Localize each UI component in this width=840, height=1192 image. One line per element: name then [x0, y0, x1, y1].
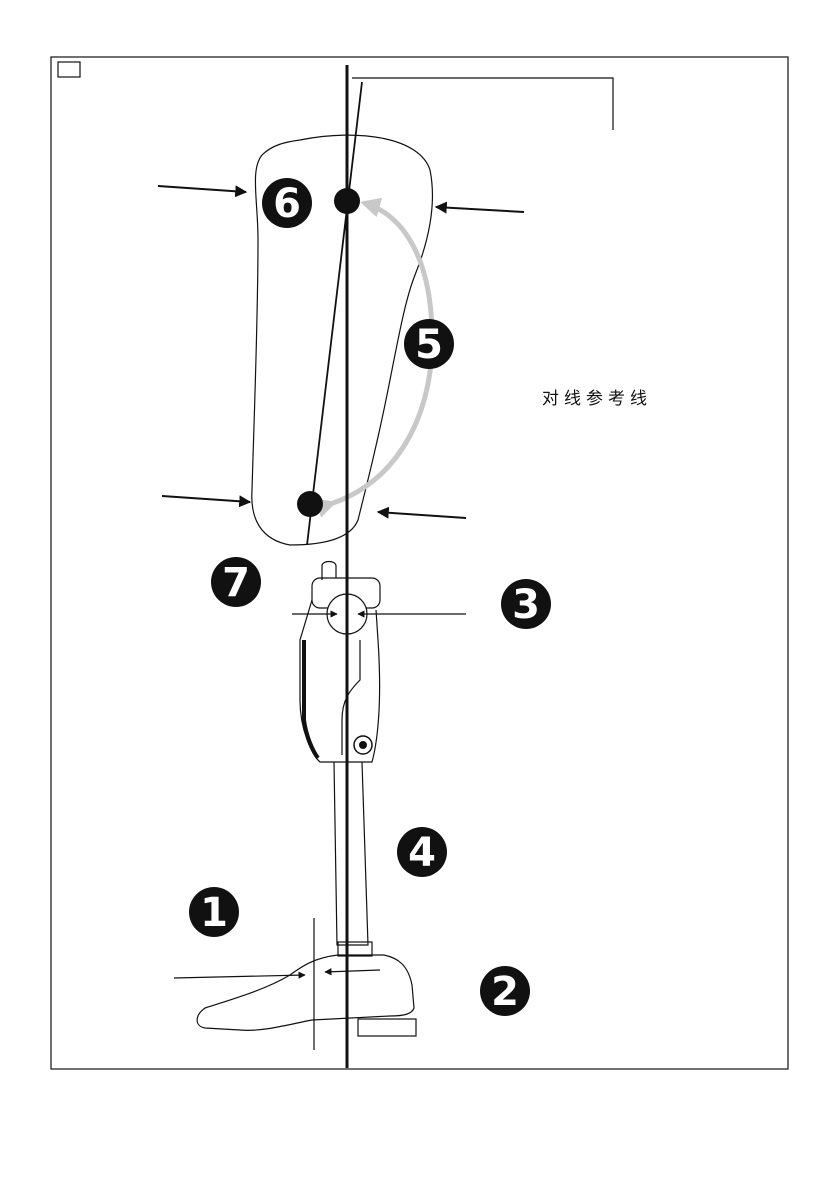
step-badge-6: 6	[262, 178, 312, 228]
step-number-5: 5	[415, 322, 443, 368]
step-number-3: 3	[512, 582, 540, 628]
arrow-upper-right	[436, 207, 524, 212]
step-badge-5: 5	[404, 319, 454, 369]
prosthetic-knee	[300, 562, 380, 763]
step-badge-4: 4	[397, 827, 447, 877]
step-badge-1: 1	[189, 887, 239, 937]
step-badge-3: 3	[501, 579, 551, 629]
arrow-lower-left	[162, 496, 250, 502]
arrow-lower-right	[378, 512, 466, 518]
step-number-4: 4	[408, 830, 436, 876]
step-number-6: 6	[273, 181, 301, 227]
reference-label-leader	[352, 78, 613, 130]
figure-frame	[51, 57, 788, 1069]
lower-pivot-dot	[297, 491, 323, 517]
socket-axis-line	[307, 82, 362, 545]
foot-right-arrow	[325, 970, 380, 972]
pylon-tube	[334, 762, 368, 945]
pylon-adapter	[338, 942, 372, 956]
heel-block	[358, 1019, 416, 1036]
arrow-upper-left	[158, 186, 246, 192]
step-number-2: 2	[491, 969, 519, 1015]
corner-box	[58, 62, 80, 77]
step-badge-7: 7	[211, 557, 261, 607]
step-badge-2: 2	[480, 966, 530, 1016]
reference-line-label: 对线参考线	[542, 389, 652, 409]
step-number-1: 1	[200, 890, 228, 936]
step-number-7: 7	[222, 560, 250, 606]
